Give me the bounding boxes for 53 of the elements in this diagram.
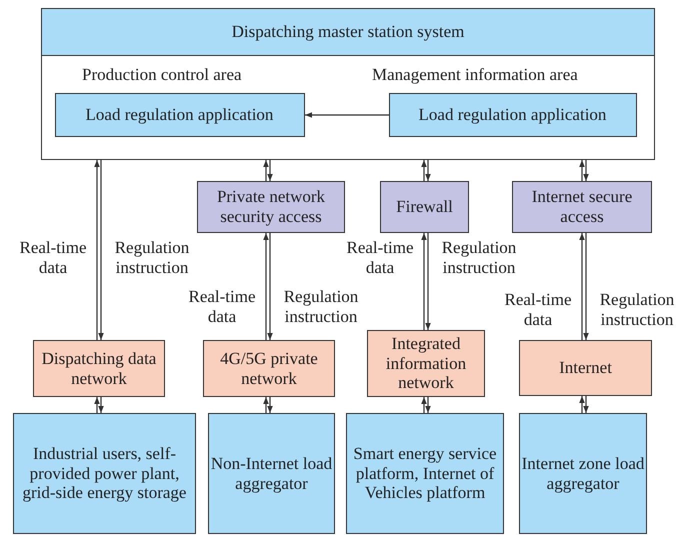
arrow — [421, 160, 427, 181]
arrow — [425, 397, 431, 413]
node-label: Load regulation application — [86, 104, 274, 124]
network-box — [367, 330, 485, 397]
arrow — [98, 397, 104, 413]
access-box — [512, 181, 652, 233]
area-label: Management information area — [372, 65, 578, 85]
application-box — [54, 92, 304, 136]
arrow — [94, 397, 100, 413]
arrow — [263, 160, 269, 181]
arrow — [583, 233, 589, 340]
node-label: Industrial users, self-provided power plant, grid-side energy storage — [22, 444, 188, 503]
node-label: Internet zone load aggregator — [520, 454, 646, 494]
application-box — [388, 92, 636, 136]
user-box — [13, 413, 196, 534]
user-box — [346, 413, 504, 534]
arrow — [425, 233, 431, 330]
network-box — [203, 340, 335, 397]
arrow — [267, 160, 273, 181]
node-label: Firewall — [396, 197, 453, 217]
node-label: 4G/5G private network — [219, 348, 319, 388]
node-label: Internet — [559, 358, 612, 378]
arrow — [267, 397, 273, 413]
arrow — [421, 397, 427, 413]
system-box — [41, 8, 655, 160]
arrow — [425, 160, 431, 181]
arrow — [579, 233, 585, 340]
arrow — [579, 160, 585, 181]
node-label: Private network security access — [216, 187, 326, 227]
user-box — [208, 413, 335, 534]
arrow — [98, 160, 104, 340]
network-box — [33, 340, 165, 397]
access-box — [197, 181, 345, 233]
area-label: Production control area — [82, 65, 242, 85]
node-label: Non-Internet load aggregator — [210, 454, 334, 494]
arrow — [583, 396, 589, 413]
arrow — [583, 160, 589, 181]
node-label: Dispatching data network — [40, 348, 158, 388]
arrow — [305, 112, 389, 118]
arrow — [263, 397, 269, 413]
arrow — [94, 160, 100, 340]
arrow — [263, 233, 269, 340]
access-box — [380, 181, 469, 233]
arrow — [267, 233, 273, 340]
node-label: Smart energy service platform, Internet of Vehicles platform — [352, 444, 498, 503]
arrow — [579, 396, 585, 413]
node-label: Integrated information network — [384, 334, 468, 393]
arrow — [421, 233, 427, 330]
network-box — [519, 340, 652, 396]
node-label: Load regulation application — [418, 104, 606, 124]
node-label: Internet secure access — [530, 187, 634, 227]
title-text: Dispatching master station system — [232, 22, 464, 42]
user-box — [519, 413, 647, 534]
